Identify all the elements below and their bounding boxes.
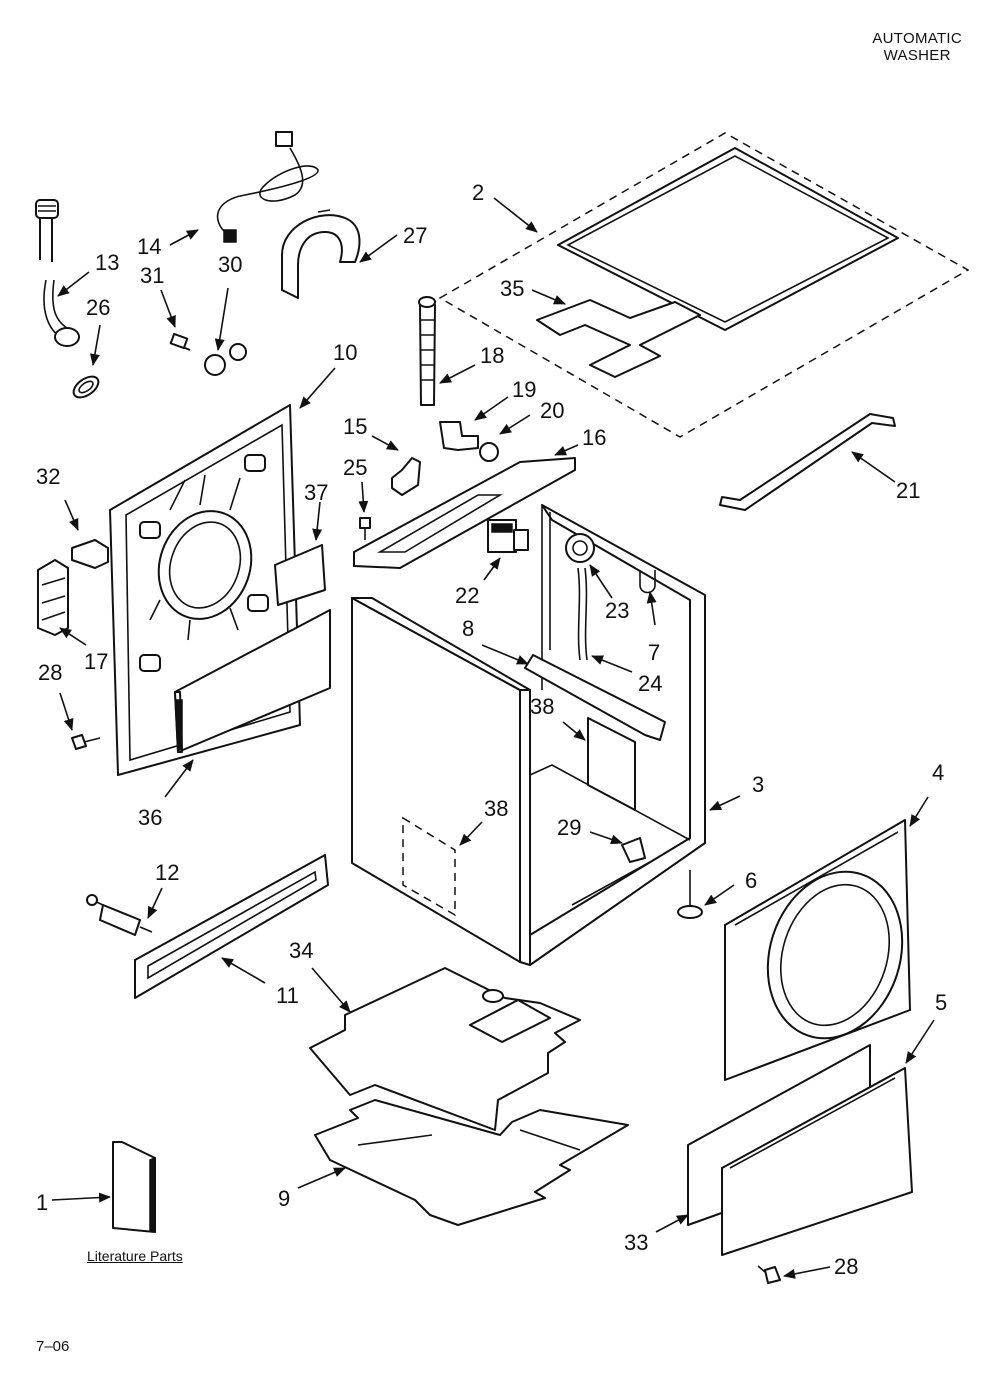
- callout-19: 19: [512, 377, 536, 402]
- pressure-switch-part: [565, 533, 595, 563]
- callout-11: 11: [276, 983, 299, 1008]
- front-panel-part: [724, 819, 911, 1081]
- pressure-tube-part: [577, 567, 588, 661]
- callout-2: 2: [472, 180, 484, 205]
- callout-labels: 1 2 3 4 5 6 7 8 9 10 11 12 13 14 15 16 1…: [36, 180, 947, 1279]
- clip-32-part: [71, 539, 109, 569]
- callout-29: 29: [557, 815, 581, 840]
- callout-22: 22: [455, 583, 479, 608]
- callout-35: 35: [500, 276, 524, 301]
- rear-brace-part: [719, 413, 896, 511]
- leveling-leg-part: [677, 870, 703, 919]
- bolt-12-part: [86, 894, 153, 936]
- top-support-part: [353, 457, 576, 569]
- page-header: AUTOMATIC WASHER: [872, 30, 962, 64]
- water-valve-part: [487, 519, 529, 553]
- screw-28-left-part: [71, 734, 101, 750]
- screw-25-part: [359, 517, 371, 540]
- callout-38-side: 38: [484, 796, 508, 821]
- callout-21: 21: [896, 478, 920, 503]
- callout-38-rear: 38: [530, 694, 554, 719]
- callout-4: 4: [932, 760, 944, 785]
- callout-18: 18: [480, 343, 504, 368]
- callout-34: 34: [289, 938, 313, 963]
- callout-24: 24: [638, 671, 662, 696]
- cord-clamp-part: [169, 332, 247, 376]
- screw-28-right-part: [757, 1265, 781, 1284]
- drain-hose-part: [35, 199, 80, 347]
- callout-36: 36: [138, 805, 162, 830]
- callout-26: 26: [86, 295, 110, 320]
- access-panel-part: [174, 609, 331, 753]
- harness-clip-part: [37, 559, 69, 636]
- callout-12: 12: [155, 860, 179, 885]
- callout-6: 6: [745, 868, 757, 893]
- inlet-hose-part: [418, 296, 436, 406]
- mounting-rail-part: [134, 854, 329, 999]
- leader-arrows: [51, 197, 935, 1279]
- base-sheet-part: [314, 1099, 629, 1226]
- clamp-part: [72, 375, 100, 399]
- callout-23: 23: [605, 598, 629, 623]
- callout-13: 13: [95, 250, 119, 275]
- callout-15: 15: [343, 414, 367, 439]
- hose-guide-part: [281, 209, 361, 299]
- callout-1: 1: [36, 1190, 48, 1215]
- callout-31: 31: [140, 263, 164, 288]
- callout-33: 33: [624, 1230, 648, 1255]
- header-line-1: AUTOMATIC: [872, 30, 962, 47]
- cabinet-part: [351, 504, 706, 966]
- callout-28: 28: [38, 660, 62, 685]
- callout-20: 20: [540, 398, 564, 423]
- callout-32: 32: [36, 464, 60, 489]
- callout-9: 9: [278, 1186, 290, 1211]
- bracket-15-part: [391, 457, 421, 496]
- callout-7: 7: [648, 640, 660, 665]
- callout-3: 3: [752, 772, 764, 797]
- toe-panel-part: [721, 1067, 913, 1256]
- callout-25: 25: [343, 455, 367, 480]
- base-pad-part: [309, 967, 581, 1131]
- literature-parts-link[interactable]: Literature Parts: [87, 1248, 183, 1264]
- callout-8: 8: [462, 616, 474, 641]
- rear-cover-part: [274, 544, 326, 606]
- callout-10: 10: [333, 340, 357, 365]
- callout-5: 5: [935, 990, 947, 1015]
- bracket-29-part: [621, 837, 646, 863]
- header-line-2: WASHER: [883, 47, 951, 64]
- callout-16: 16: [582, 425, 606, 450]
- callout-30: 30: [218, 252, 242, 277]
- callout-37: 37: [304, 480, 328, 505]
- arrow-icon: [493, 197, 538, 233]
- literature-booklet-part: [112, 1141, 156, 1234]
- wiring-label-part: [587, 717, 636, 811]
- top-panel-part: [438, 132, 970, 438]
- callout-27: 27: [403, 223, 427, 248]
- crossbrace-part: [524, 654, 666, 741]
- callout-28-lower: 28: [834, 1254, 858, 1279]
- gasket-part: [536, 299, 701, 378]
- elbow-part: [439, 421, 499, 462]
- callout-14: 14: [137, 234, 161, 259]
- power-cord-part: [216, 131, 319, 243]
- callout-17: 17: [84, 649, 108, 674]
- page-code: 7–06: [36, 1338, 70, 1355]
